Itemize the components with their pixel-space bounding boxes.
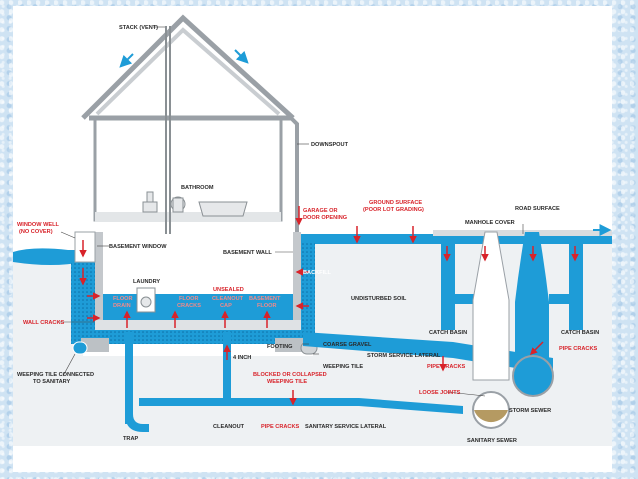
sanitary-piping xyxy=(125,332,463,432)
label-basement-floor-2: FLOOR xyxy=(257,303,277,309)
soil-ground xyxy=(13,238,612,446)
label-basement-wall: BASEMENT WALL xyxy=(223,250,272,256)
label-pipe-cracks-right: PIPE CRACKS xyxy=(559,346,597,352)
label-pipe-cracks-bottom: PIPE CRACKS xyxy=(261,424,299,430)
diagram-slide: STACK (VENT) DOWNSPOUT BATHROOM WINDOW W… xyxy=(13,6,612,472)
label-footing: FOOTING xyxy=(267,344,292,350)
road-surface xyxy=(433,230,612,236)
label-downspout: DOWNSPOUT xyxy=(311,142,349,148)
leader-lines xyxy=(59,26,524,397)
weeping-tile-left xyxy=(72,341,88,355)
label-sump: 4 INCH xyxy=(233,355,251,361)
label-catch-basin-left: CATCH BASIN xyxy=(429,330,467,336)
downspout xyxy=(289,116,299,234)
basement-flood-water xyxy=(103,294,293,320)
catch-basin-right xyxy=(569,238,583,330)
label-sanitary-sewer: SANITARY SEWER xyxy=(467,438,517,444)
washing-machine xyxy=(136,287,156,313)
label-garage-1: GARAGE OR xyxy=(303,208,338,214)
label-coarse-gravel: COARSE GRAVEL xyxy=(323,342,372,348)
label-floor-drain-2: DRAIN xyxy=(113,303,131,309)
vent-arrow-right xyxy=(234,49,249,64)
label-ground-1: GROUND SURFACE xyxy=(369,200,422,206)
label-floor-drain-1: FLOOR xyxy=(113,296,133,302)
vent-arrow-left xyxy=(119,53,134,68)
label-unsealed-1: UNSEALED xyxy=(213,287,244,293)
label-floor-cracks-2: CRACKS xyxy=(177,303,201,309)
basement-floor-slab xyxy=(95,320,301,330)
footing xyxy=(275,338,303,352)
label-bathroom: BATHROOM xyxy=(181,185,214,191)
label-sanitary-lateral: SANITARY SERVICE LATERAL xyxy=(305,424,387,430)
label-floor-cracks-1: FLOOR xyxy=(179,296,199,302)
surface-water-left xyxy=(13,248,83,265)
label-catch-basin-right: CATCH BASIN xyxy=(561,330,599,336)
label-unsealed-2: CLEANOUT xyxy=(212,296,244,302)
footing-left xyxy=(81,338,109,352)
label-ground-2: (POOR LOT GRADING) xyxy=(363,207,424,213)
basement-floor-under xyxy=(95,330,301,344)
basement-wall-right xyxy=(293,232,301,344)
basement-wall-left xyxy=(95,232,103,344)
label-weeping-connected-2: TO SANITARY xyxy=(33,379,70,385)
label-cleanout: CLEANOUT xyxy=(213,424,245,430)
bathroom-fixtures xyxy=(142,191,248,217)
label-unsealed-3: CAP xyxy=(220,303,232,309)
basement-flooding-diagram: STACK (VENT) DOWNSPOUT BATHROOM WINDOW W… xyxy=(13,14,612,446)
manhole-shaft xyxy=(472,231,510,381)
label-weeping-tile: WEEPING TILE xyxy=(323,364,363,370)
storm-manhole-shaft xyxy=(515,232,549,362)
backfill-right xyxy=(301,242,315,342)
label-storm-lateral: STORM SERVICE LATERAL xyxy=(367,353,441,359)
catch-basin-conn-right xyxy=(549,294,571,304)
window-well xyxy=(74,231,96,263)
label-storm-sewer: STORM SEWER xyxy=(509,408,551,414)
label-garage-2: DOOR OPENING xyxy=(303,215,347,221)
label-manhole-cover: MANHOLE COVER xyxy=(465,220,515,226)
label-basement-window: BASEMENT WINDOW xyxy=(109,244,167,250)
label-stack: STACK (VENT) xyxy=(119,25,158,31)
basement-interior xyxy=(103,238,299,296)
leak-arrows xyxy=(79,206,579,406)
label-wall-cracks: WALL CRACKS xyxy=(23,320,64,326)
label-blocked-2: WEEPING TILE xyxy=(267,379,307,385)
label-blocked-1: BLOCKED OR COLLAPSED xyxy=(253,372,327,378)
label-trap: TRAP xyxy=(123,436,138,442)
label-road-surface: ROAD SURFACE xyxy=(515,206,560,212)
floor-slab xyxy=(95,212,281,222)
label-basement-floor-1: BASEMENT xyxy=(249,296,281,302)
label-no-cover: (NO COVER) xyxy=(19,229,53,235)
storm-sewer-pipe xyxy=(512,355,554,397)
label-loose-joints: LOOSE JOINTS xyxy=(419,390,461,396)
catch-basin-left xyxy=(441,238,455,330)
label-window-well: WINDOW WELL xyxy=(17,222,60,228)
label-laundry: LAUNDRY xyxy=(133,279,160,285)
sanitary-sewer-sewage xyxy=(474,410,508,423)
label-weeping-connected-1: WEEPING TILE CONNECTED xyxy=(17,372,94,378)
label-pipe-cracks-mid: PIPE CRACKS xyxy=(427,364,465,370)
label-backfill: BACKFILL xyxy=(303,270,332,276)
label-undisturbed-soil: UNDISTURBED SOIL xyxy=(351,296,407,302)
